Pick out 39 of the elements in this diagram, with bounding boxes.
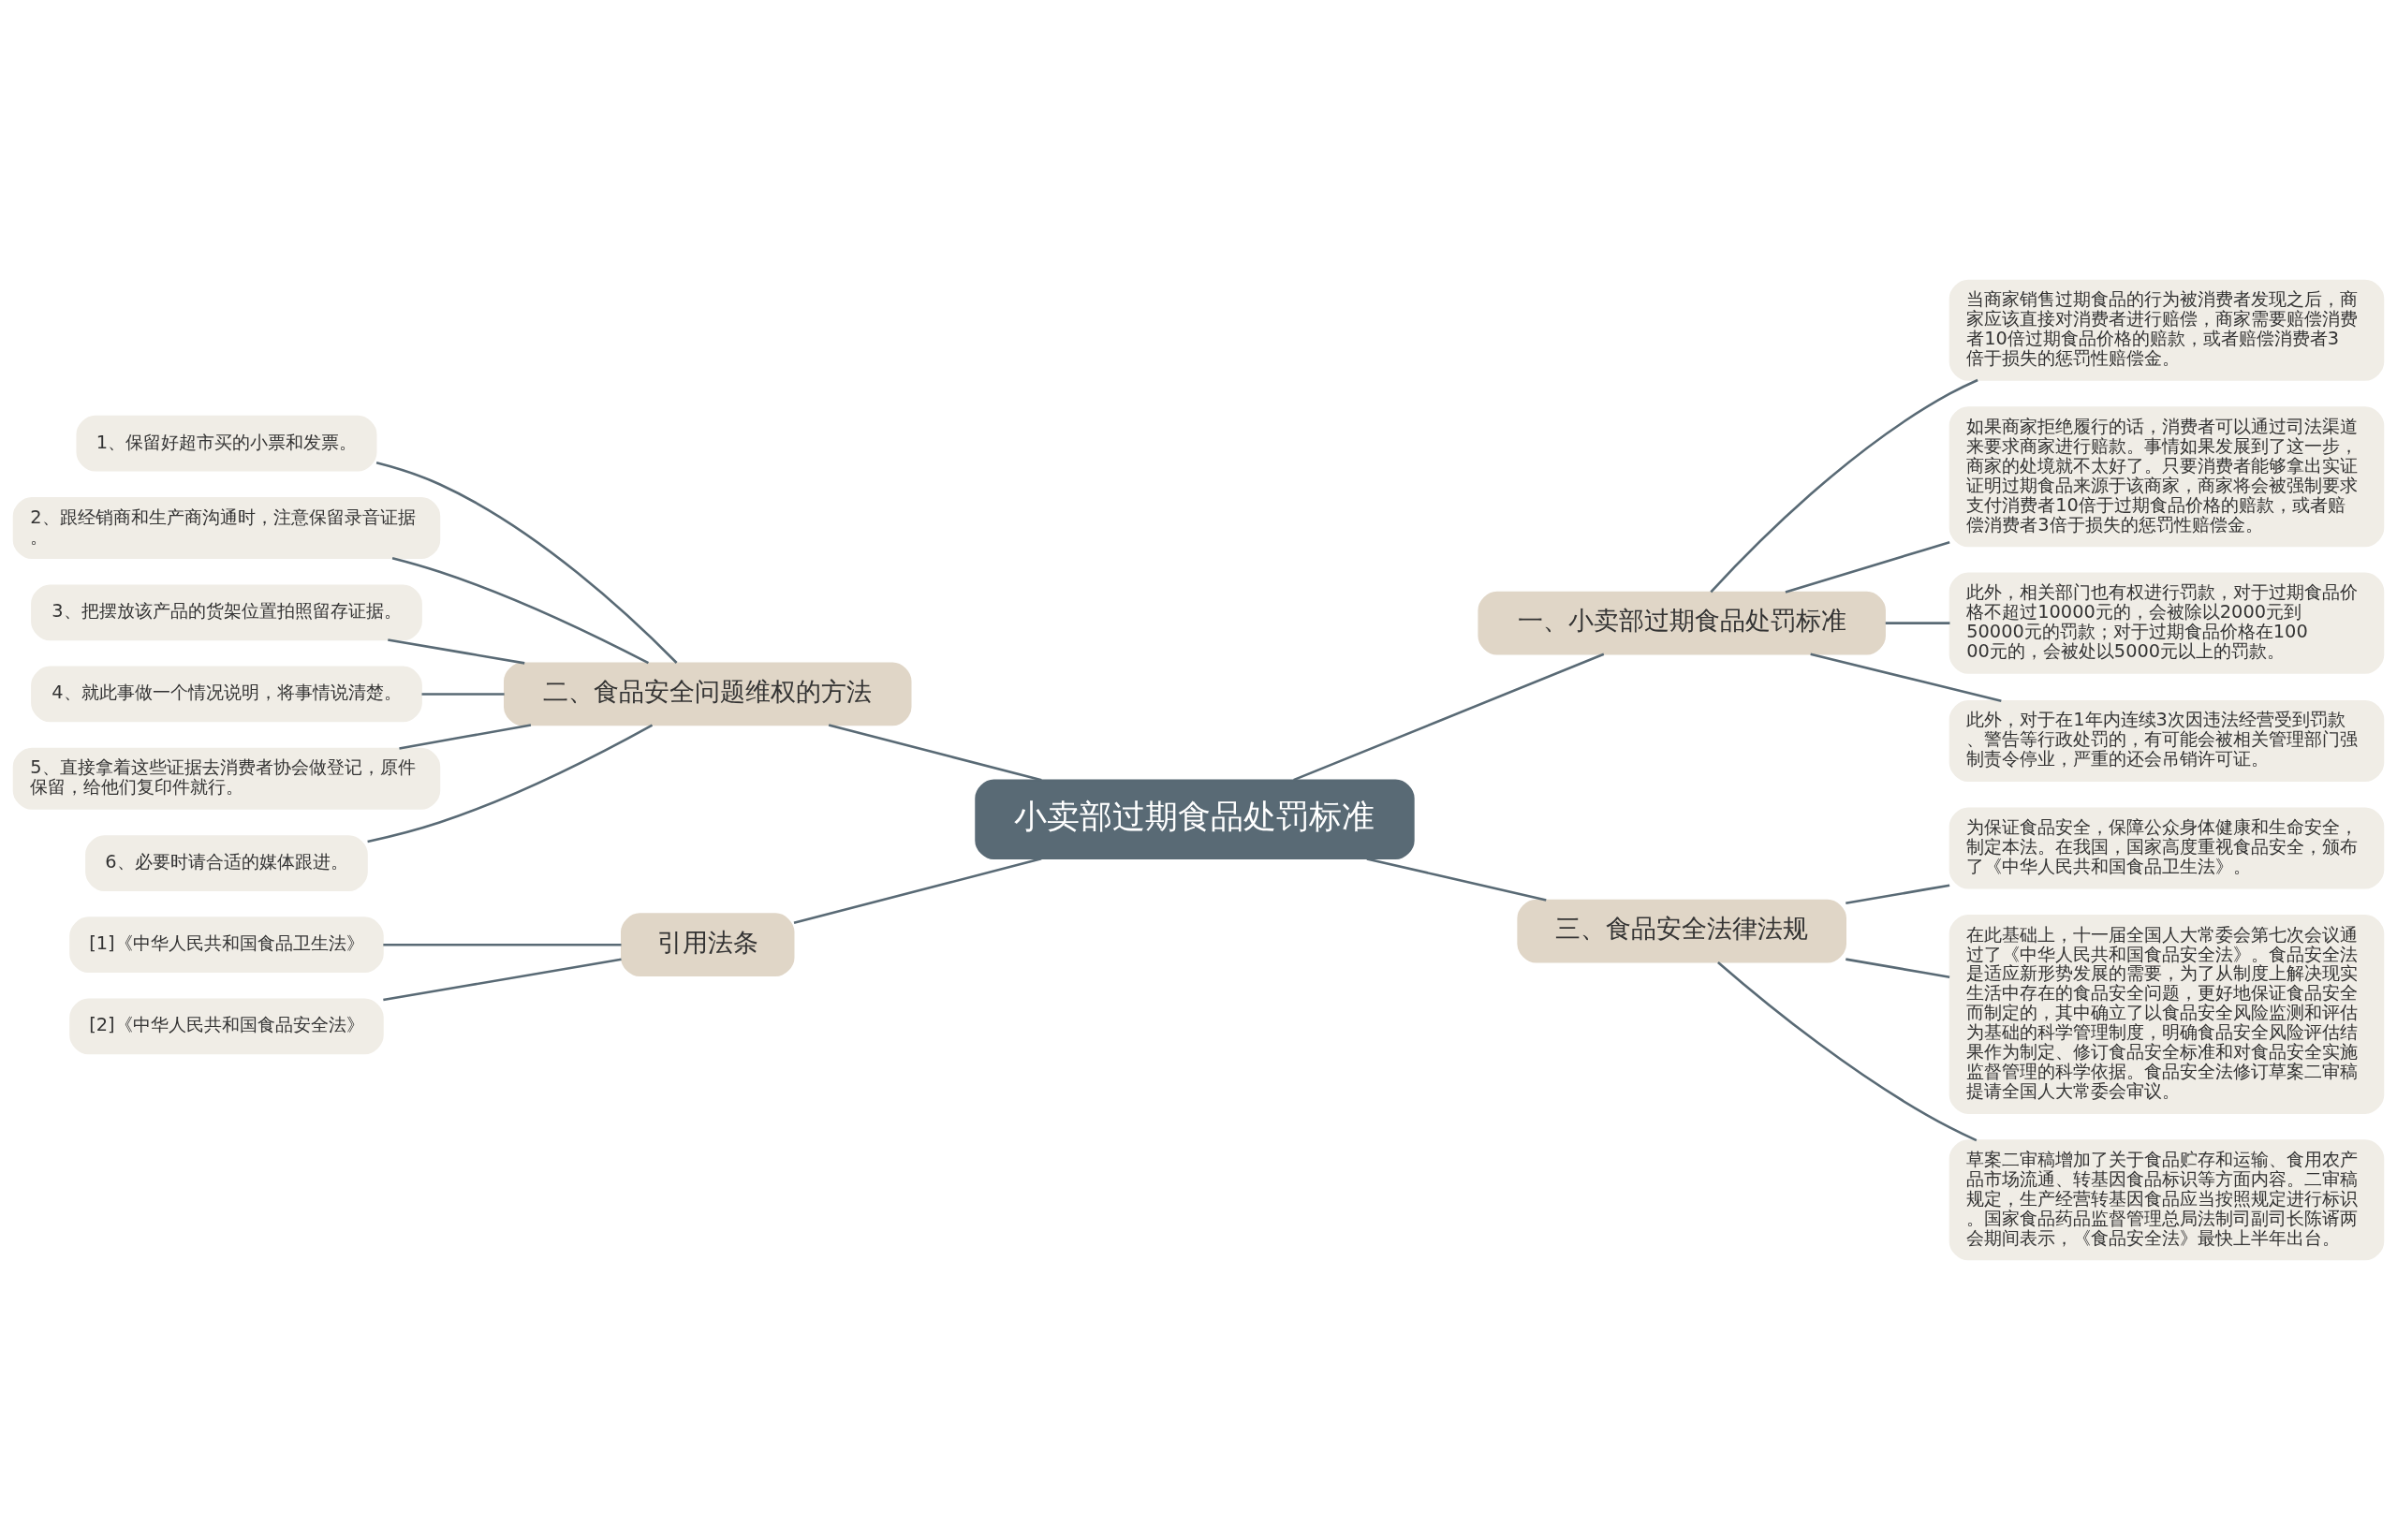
connector bbox=[383, 958, 622, 1002]
connector bbox=[383, 943, 622, 946]
node-box: 5、直接拿着这些证据去消费者协会做登记，原件保留，给他们复印件就行。 bbox=[12, 747, 441, 810]
node-box: 在此基础上，十一届全国人大常委会第七次会议通过了《中华人民共和国食品安全法》。食品安全法是适应新形势发展的需要，为了从制度上解决现实生活中存在的食品安全问题，更好地保证食品安全而制定的，其中确立了以食品安全风险监测和评估为基础的科学管理制度，明确食品安全风险评估结果作为制定、修订食品安全标准和对食品安全实施监督管理的科学依据。食品安全法修订草案二审稿提请全国人大常委会审议。 bbox=[1948, 914, 2385, 1114]
connector bbox=[1885, 622, 1950, 624]
connector bbox=[1846, 958, 1950, 978]
connector bbox=[1710, 378, 1978, 594]
connector bbox=[793, 858, 1042, 924]
connector bbox=[1293, 653, 1605, 782]
node-box: 3、把摆放该产品的货架位置拍照留存证据。 bbox=[31, 584, 422, 641]
connector bbox=[1810, 653, 2002, 702]
node-box: 二、食品安全问题维权的方法 bbox=[503, 662, 912, 726]
connector bbox=[421, 693, 505, 696]
node-box: 2、跟经销商和生产商沟通时，注意保留录音证据。 bbox=[12, 496, 441, 560]
node-box: [1]《中华人民共和国食品卫生法》 bbox=[69, 917, 384, 974]
node-box: 一、小卖部过期食品处罚标准 bbox=[1478, 591, 1886, 655]
node-box: 小卖部过期食品处罚标准 bbox=[975, 779, 1415, 860]
connector bbox=[375, 462, 678, 664]
node-box: 6、必要时请合适的媒体跟进。 bbox=[85, 835, 368, 891]
connector bbox=[391, 557, 650, 665]
connector bbox=[1717, 961, 1978, 1142]
connector bbox=[367, 724, 654, 843]
node-box: 当商家销售过期食品的行为被消费者发现之后，商家应该直接对消费者进行赔偿，商家需要赔偿消费者10倍过期食品价格的赔款，或者赔偿消费者3倍于损失的惩罚性赔偿金。 bbox=[1948, 279, 2385, 381]
node-box: 为保证食品安全，保障公众身体健康和生命安全，制定本法。在我国，国家高度重视食品安全，颁布了《中华人民共和国食品卫生法》。 bbox=[1948, 807, 2385, 889]
node-box: 1、保留好超市买的小票和发票。 bbox=[76, 415, 377, 472]
node-box: 4、就此事做一个情况说明，将事情说清楚。 bbox=[31, 666, 422, 723]
node-box: [2]《中华人民共和国食品安全法》 bbox=[69, 998, 384, 1055]
connector bbox=[1366, 858, 1547, 902]
node-box: 三、食品安全法律法规 bbox=[1517, 899, 1846, 963]
connector bbox=[828, 724, 1042, 782]
connector bbox=[388, 638, 525, 665]
node-box: 引用法条 bbox=[621, 913, 795, 977]
node-box: 此外，对于在1年内连续3次因违法经营受到罚款、警告等行政处罚的，有可能会被相关管理部门强制责令停业，严重的还会吊销许可证。 bbox=[1948, 699, 2385, 782]
connector bbox=[399, 724, 532, 750]
connector bbox=[1785, 540, 1950, 594]
node-box: 此外，相关部门也有权进行罚款，对于过期食品价格不超过10000元的，会被除以2000元到50000元的罚款；对于过期食品价格在10000元的，会被处以5000元以上的罚款。 bbox=[1948, 572, 2385, 674]
node-box: 草案二审稿增加了关于食品贮存和运输、食用农产品市场流通、转基因食品标识等方面内容。二审稿规定，生产经营转基因食品应当按照规定进行标识。国家食品药品监督管理总局法制司副司长陈谞两会期间表示，《食品安全法》最快上半年出台。 bbox=[1948, 1139, 2385, 1261]
connector bbox=[1846, 884, 1950, 905]
node-box: 如果商家拒绝履行的话，消费者可以通过司法渠道来要求商家进行赔款。事情如果发展到了这一步，商家的处境就不太好了。只要消费者能够拿出实证证明过期食品来源于该商家，商家将会被强制要求支付消费者10倍于过期食品价格的赔款，或者赔偿消费者3倍于损失的惩罚性赔偿金。 bbox=[1948, 406, 2385, 548]
